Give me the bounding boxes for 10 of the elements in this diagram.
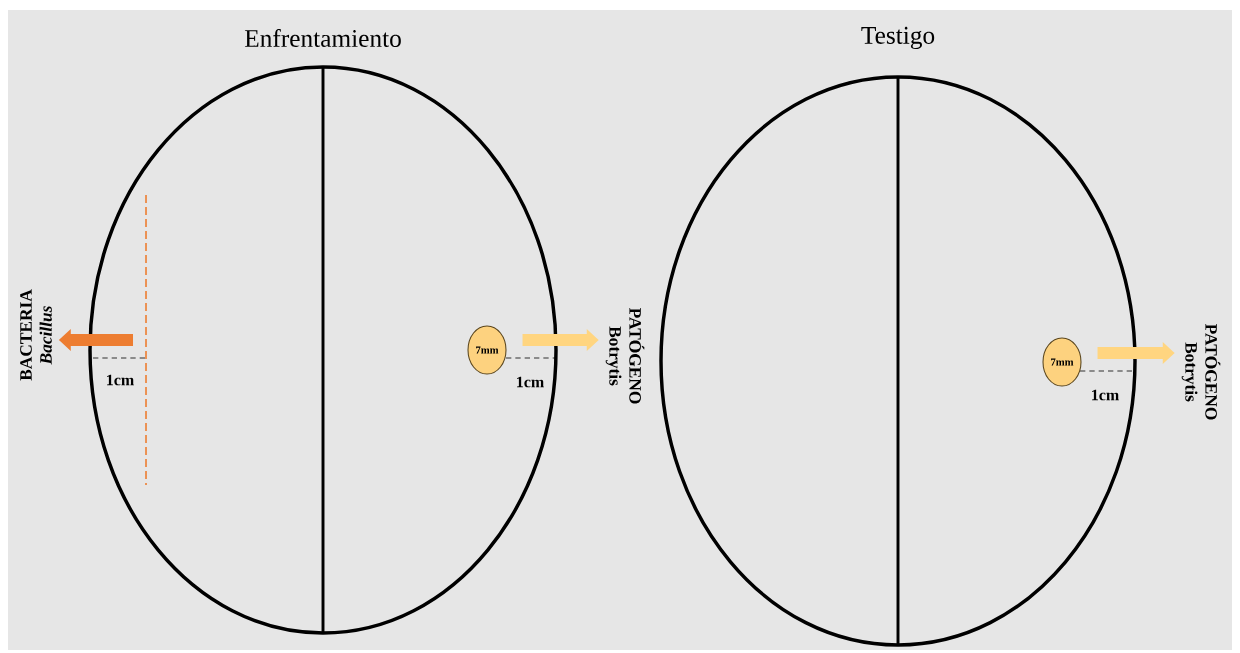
- inoculum-disk: 7mm: [1042, 337, 1082, 387]
- organism-label: PATÓGENO Botrytis: [1181, 323, 1221, 420]
- plate-title: Enfrentamiento: [244, 28, 401, 48]
- dimension-label: 1cm: [1092, 389, 1119, 401]
- dimension-label: 1cm: [517, 376, 544, 388]
- organism-label: PATÓGENO Botrytis: [605, 307, 645, 404]
- inoculum-disk: 7mm: [467, 325, 507, 375]
- dimension-label: 1cm: [107, 374, 134, 386]
- plate-title: Testigo: [861, 26, 935, 50]
- organism-label: BACTERIA Bacillus: [20, 289, 52, 381]
